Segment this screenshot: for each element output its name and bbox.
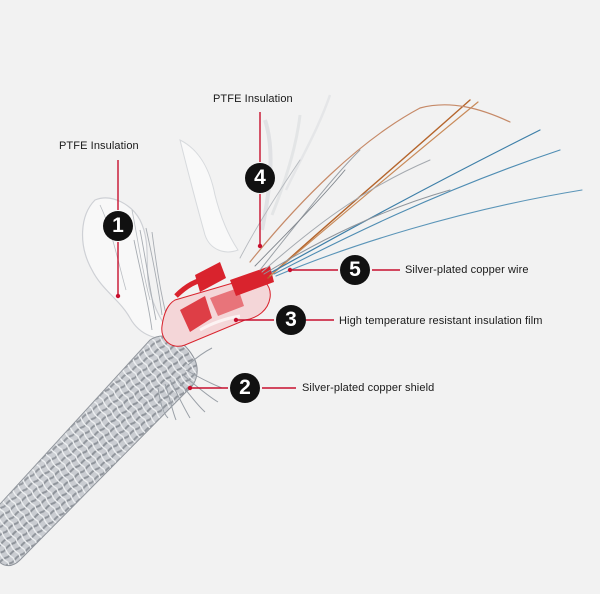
callout-1-number: 1 — [112, 214, 124, 237]
leader-lines — [117, 112, 400, 389]
insulation-film — [161, 262, 274, 347]
callout-2-label: Silver-plated copper shield — [302, 382, 435, 394]
callout-3-number: 3 — [285, 308, 297, 331]
callout-4-number: 4 — [254, 166, 266, 189]
callout-1-badge: 1 — [103, 211, 133, 241]
callout-2-badge: 2 — [230, 373, 260, 403]
inner-wires — [239, 99, 583, 279]
callout-4-label: PTFE Insulation — [213, 93, 293, 105]
callout-2-number: 2 — [239, 376, 251, 399]
callout-4-badge: 4 — [245, 163, 275, 193]
callout-5-label: Silver-plated copper wire — [405, 264, 529, 276]
callout-5-number: 5 — [349, 258, 361, 281]
callout-1-label: PTFE Insulation — [59, 140, 139, 152]
callout-3-badge: 3 — [276, 305, 306, 335]
callout-5-badge: 5 — [340, 255, 370, 285]
leader-dots — [115, 243, 293, 391]
callout-3-label: High temperature resistant insulation fi… — [339, 315, 543, 327]
